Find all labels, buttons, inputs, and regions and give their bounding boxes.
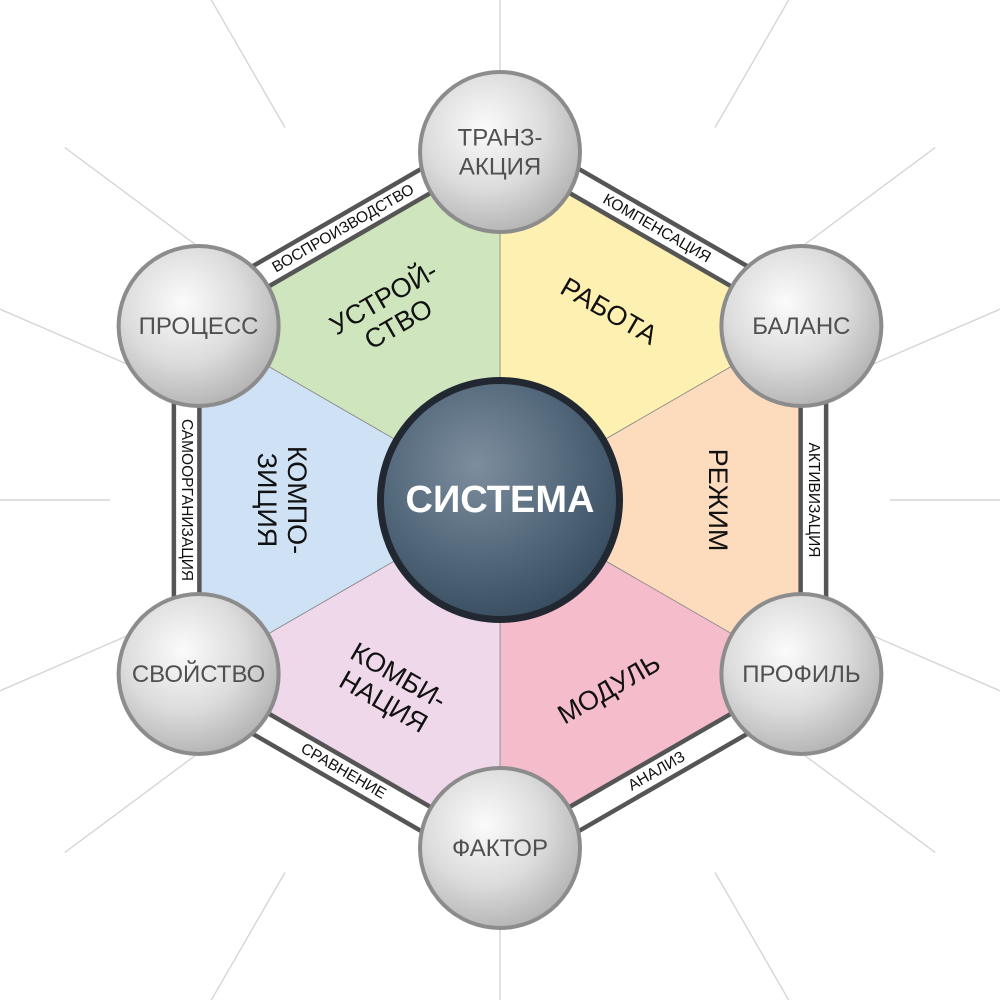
background-ray — [64, 147, 198, 247]
node-faktor — [422, 770, 578, 926]
background-ray — [802, 753, 936, 853]
edge-label-samoorganizaciya: САМООРГАНИЗАЦИЯ — [178, 419, 195, 581]
background-ray — [0, 634, 130, 692]
node-label-profil: ПРОФИЛЬ — [742, 661, 860, 688]
background-ray — [714, 872, 790, 1000]
background-ray — [870, 634, 1000, 692]
node-profil — [723, 596, 880, 752]
background-ray — [714, 0, 790, 128]
node-label-svoistvo-line: СВОЙСТВО — [132, 660, 266, 688]
node-label-process-line: ПРОЦЕСС — [139, 313, 259, 340]
background-ray — [802, 147, 936, 247]
background-ray — [870, 308, 1000, 366]
node-label-svoistvo: СВОЙСТВО — [132, 660, 266, 688]
background-ray — [64, 753, 198, 853]
node-label-balans: БАЛАНС — [752, 313, 850, 340]
background-ray — [0, 308, 130, 366]
node-label-tranzakciya: ТРАНЗ-АКЦИЯ — [458, 124, 543, 180]
node-label-faktor: ФАКТОР — [452, 835, 548, 862]
background-ray — [210, 872, 286, 1000]
node-label-balans-line: БАЛАНС — [752, 313, 850, 340]
segment-label-rezhim-line: РЕЖИМ — [703, 449, 733, 552]
segment-label-kompoziciya-line: ЗИЦИЯ — [252, 453, 282, 548]
center-circle — [384, 384, 616, 616]
node-label-faktor-line: ФАКТОР — [452, 835, 548, 862]
background-ray — [210, 0, 286, 128]
node-process — [120, 248, 277, 404]
node-label-tranzakciya-line: АКЦИЯ — [459, 153, 541, 180]
node-balans — [723, 248, 880, 404]
segment-label-kompoziciya-line: КОМПО- — [282, 446, 312, 554]
segment-label-kompoziciya: КОМПО-ЗИЦИЯ — [252, 446, 312, 554]
node-label-tranzakciya-line: ТРАНЗ- — [458, 124, 543, 151]
nodes-layer: ТРАНЗ-АКЦИЯ БАЛАНС ПРОФИЛЬ ФАКТОР СВОЙСТВО ПР… — [116, 70, 884, 930]
node-tranzakciya — [422, 74, 578, 230]
center-layer: СИСТЕМА — [377, 377, 623, 623]
node-label-profil-line: ПРОФИЛЬ — [742, 661, 860, 688]
edge-label-aktivizaciya: АКТИВИЗАЦИЯ — [805, 443, 822, 558]
segment-label-rezhim: РЕЖИМ — [703, 449, 733, 552]
center-label: СИСТЕМА — [406, 479, 595, 521]
node-svoistvo — [120, 596, 277, 752]
node-label-process: ПРОЦЕСС — [139, 313, 259, 340]
